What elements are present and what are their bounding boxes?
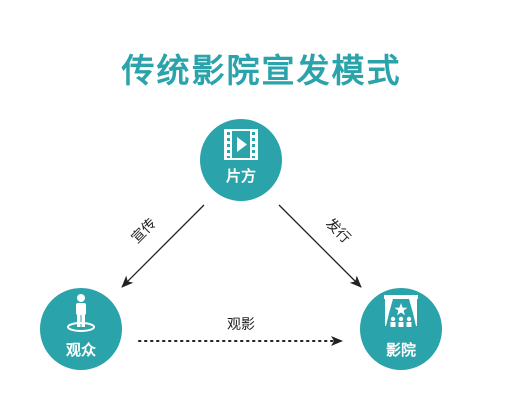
- edge-distribution: 发行: [278, 204, 362, 288]
- promotion-label: 宣传: [129, 216, 160, 247]
- promotion-arrow: [121, 204, 205, 288]
- distribution-arrow: [278, 204, 362, 288]
- film-play-icon: [224, 129, 258, 160]
- edge-viewing: 观影: [138, 317, 343, 346]
- distribution-label: 发行: [322, 216, 353, 247]
- edge-promotion: 宣传: [121, 204, 205, 288]
- audience-circle: [40, 288, 122, 370]
- cinema-label: 影院: [386, 341, 416, 359]
- node-audience: 观众: [40, 288, 122, 370]
- cinema-circle: [360, 288, 442, 370]
- audience-label: 观众: [66, 341, 96, 359]
- viewing-label: 观影: [227, 317, 255, 333]
- node-producer: 片方: [200, 119, 282, 201]
- node-cinema: 影院: [360, 288, 442, 370]
- diagram-title: 传统影院宣发模式: [121, 51, 402, 90]
- theater-curtain-icon: [384, 295, 418, 327]
- person-standing-icon: [67, 294, 95, 332]
- producer-label: 片方: [226, 167, 256, 185]
